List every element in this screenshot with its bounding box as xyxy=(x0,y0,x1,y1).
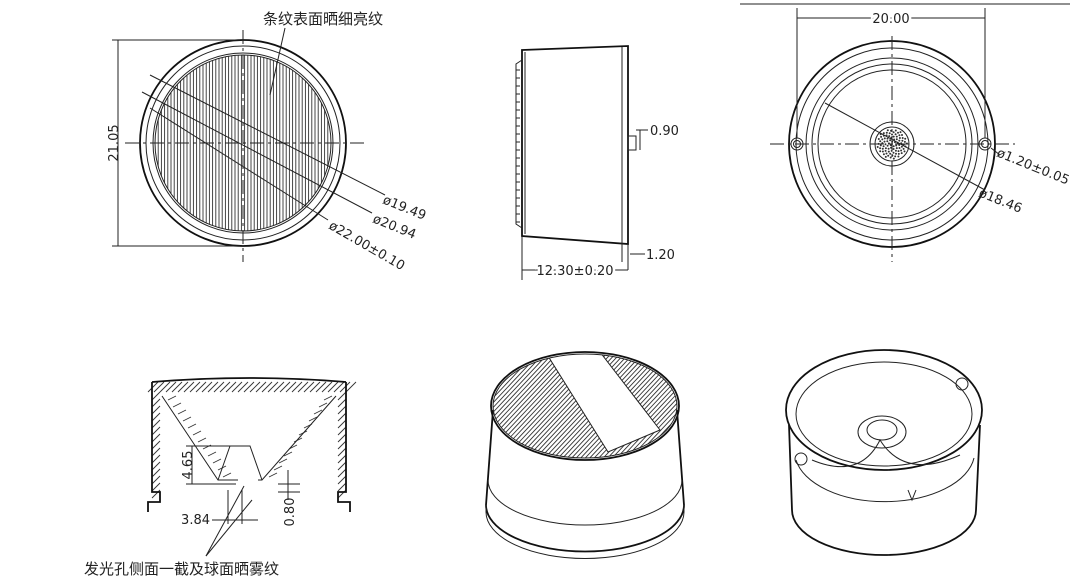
dim-sec-depth: 4.65 xyxy=(181,451,196,480)
note-leader xyxy=(205,485,245,557)
side-view: 0.90 1.20 12.30±0.20 xyxy=(515,45,679,282)
section-view: 4.65 3.84 0.80 发光孔侧面一截及球面晒雾纹 xyxy=(84,377,357,578)
dim-side-length: 12.30±0.20 xyxy=(536,264,613,279)
dim-pin-d: ø1.20±0.05 xyxy=(995,146,1072,189)
dim-side-bottom: 1.20 xyxy=(646,248,675,263)
section-hatching xyxy=(147,381,357,499)
dim-sec-width: 3.84 xyxy=(181,513,210,528)
iso-view-bottom xyxy=(785,349,983,556)
dim-back-d: ø18.46 xyxy=(977,186,1025,217)
texture-note: 条纹表面晒细亮纹 xyxy=(263,10,383,28)
dim-back-width: 20.00 xyxy=(872,12,909,27)
dim-sec-thick: 0.80 xyxy=(283,498,298,527)
stripe-edge xyxy=(516,69,520,223)
stripe-texture xyxy=(493,354,677,458)
front-view: 21.05 ø19.49 ø20.94 ø22.00±0.10 条纹表面晒细亮纹 xyxy=(107,10,428,274)
back-view: 20.00 ø1.20±0.05 ø18.46 xyxy=(740,3,1072,262)
dim-front-height: 21.05 xyxy=(107,124,122,161)
iso-view-top xyxy=(485,351,685,559)
frosted-note: 发光孔侧面一截及球面晒雾纹 xyxy=(84,560,279,578)
note-leader xyxy=(269,27,286,96)
note-leader xyxy=(205,499,253,557)
dim-side-step: 0.90 xyxy=(650,124,679,139)
